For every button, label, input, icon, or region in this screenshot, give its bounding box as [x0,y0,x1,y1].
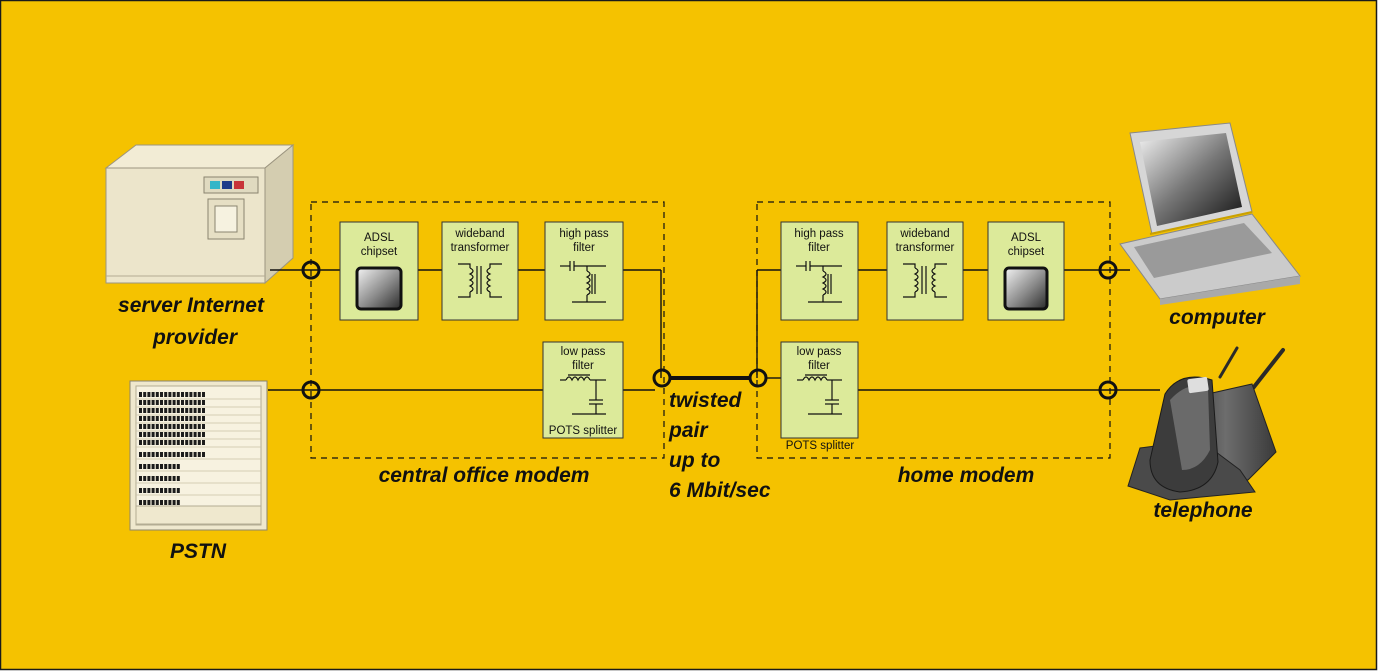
home-adsl-chipset-block: ADSL chipset [987,221,1065,321]
twisted-pair-label-3: up to [669,449,720,472]
co-hpf-label-1: high pass [559,228,608,240]
server-label-line1: server Internet [118,294,265,317]
telephone-icon [1127,346,1285,501]
co-transformer-label-2: transformer [451,242,510,254]
co-adsl-chipset-block: ADSL chipset [339,221,419,321]
transformer-symbol-icon [458,263,502,298]
co-hpf-label-2: filter [573,242,595,254]
co-low-pass-filter-block: low pass filter POTS splitter [542,341,624,439]
high-pass-filter-symbol-icon [560,261,606,303]
central-office-modem-frame [310,201,665,459]
co-high-pass-filter-block: high pass filter [544,221,624,321]
home-low-pass-filter-block: low pass filter POTS splitter [780,341,859,452]
pstn-label: PSTN [170,540,227,563]
chip-icon [1003,266,1049,311]
home-pots-splitter-label: POTS splitter [786,440,855,452]
central-office-modem-label: central office modem [379,464,590,487]
home-modem-frame [756,201,1111,459]
transformer-symbol-icon [903,263,947,298]
pstn-switch-icon [129,380,268,531]
high-pass-filter-symbol-icon [796,261,842,303]
twisted-pair-label-4: 6 Mbit/sec [669,479,771,502]
home-modem-label: home modem [898,464,1035,487]
home-high-pass-filter-block: high pass filter [780,221,859,321]
co-wideband-transformer-block: wideband transformer [441,221,519,321]
low-pass-filter-symbol-icon [560,374,606,415]
home-hpf-label-1: high pass [794,228,843,240]
home-voice-connector [1098,380,1118,400]
server-icon [104,143,295,285]
home-lpf-label-2: filter [808,360,830,372]
twisted-pair-label-1: twisted [669,389,743,412]
co-line-connector [652,368,672,388]
co-transformer-label-1: wideband [454,228,504,240]
home-transformer-label-2: transformer [896,242,955,254]
co-lpf-label-2: filter [572,360,594,372]
low-pass-filter-symbol-icon [797,374,842,415]
co-adsl-label-2: chipset [361,246,398,258]
home-adsl-label-2: chipset [1008,246,1045,258]
co-pots-splitter-label: POTS splitter [549,425,618,437]
computer-label: computer [1169,306,1267,329]
home-data-connector [1098,260,1118,280]
telephone-label: telephone [1153,499,1252,522]
home-lpf-label-1: low pass [797,346,842,358]
server-label-line2: provider [152,326,239,349]
co-lpf-label-1: low pass [561,346,606,358]
home-adsl-label-1: ADSL [1011,232,1042,244]
twisted-pair-label-2: pair [668,419,709,442]
home-hpf-label-2: filter [808,242,830,254]
home-wideband-transformer-block: wideband transformer [886,221,964,321]
home-line-connector [748,368,768,388]
chip-icon [355,266,403,311]
computer-icon [1119,122,1301,305]
home-transformer-label-1: wideband [899,228,949,240]
co-adsl-label-1: ADSL [364,232,395,244]
